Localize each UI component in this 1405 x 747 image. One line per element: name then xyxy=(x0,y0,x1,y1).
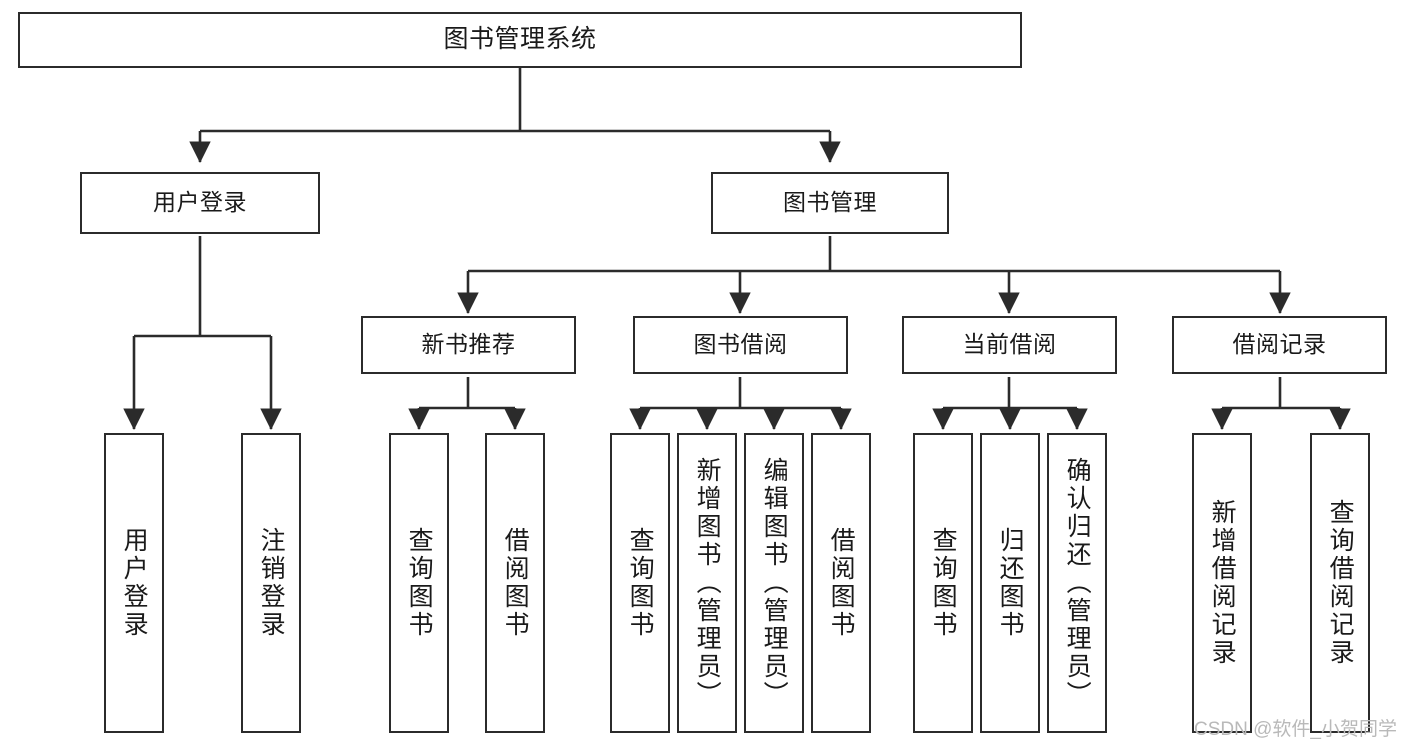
leaf-book-borrow-add-book-admin[interactable]: 新增图书（管理员） xyxy=(677,433,737,733)
node-label: 编辑图书（管理员） xyxy=(760,457,789,709)
leaf-current-borrow-confirm-return-admin[interactable]: 确认归还（管理员） xyxy=(1047,433,1107,733)
node-user-login[interactable]: 用户登录 xyxy=(80,172,320,234)
node-label: 借阅记录 xyxy=(1232,331,1327,358)
node-label: 图书借阅 xyxy=(693,331,788,358)
leaf-new-book-borrow-book[interactable]: 借阅图书 xyxy=(485,433,545,733)
leaf-book-borrow-edit-book-admin[interactable]: 编辑图书（管理员） xyxy=(744,433,804,733)
node-label: 新增借阅记录 xyxy=(1208,499,1237,667)
node-label: 查询图书 xyxy=(626,527,655,639)
node-current-borrow[interactable]: 当前借阅 xyxy=(902,316,1117,374)
node-label: 归还图书 xyxy=(996,527,1025,639)
leaf-borrow-record-add-record[interactable]: 新增借阅记录 xyxy=(1192,433,1252,733)
node-label: 用户登录 xyxy=(120,527,149,639)
node-label: 查询图书 xyxy=(929,527,958,639)
node-label: 新书推荐 xyxy=(421,331,516,358)
node-label: 新增图书（管理员） xyxy=(693,457,722,709)
node-label: 注销登录 xyxy=(257,527,286,639)
leaf-current-borrow-return-book[interactable]: 归还图书 xyxy=(980,433,1040,733)
leaf-borrow-record-query-record[interactable]: 查询借阅记录 xyxy=(1310,433,1370,733)
node-label: 借阅图书 xyxy=(827,527,856,639)
node-label: 确认归还（管理员） xyxy=(1063,457,1092,709)
node-label: 用户登录 xyxy=(153,189,247,216)
node-label: 查询图书 xyxy=(405,527,434,639)
leaf-book-borrow-borrow-book[interactable]: 借阅图书 xyxy=(811,433,871,733)
leaf-book-borrow-query-book[interactable]: 查询图书 xyxy=(610,433,670,733)
leaf-current-borrow-query-book[interactable]: 查询图书 xyxy=(913,433,973,733)
node-borrow-record[interactable]: 借阅记录 xyxy=(1172,316,1387,374)
node-label: 当前借阅 xyxy=(962,331,1057,358)
leaf-user-login-login[interactable]: 用户登录 xyxy=(104,433,164,733)
node-new-book-recommend[interactable]: 新书推荐 xyxy=(361,316,576,374)
node-label: 查询借阅记录 xyxy=(1326,499,1355,667)
node-label: 图书管理系统 xyxy=(443,25,597,54)
node-book-management[interactable]: 图书管理 xyxy=(711,172,949,234)
node-label: 图书管理 xyxy=(783,189,877,216)
node-book-borrow[interactable]: 图书借阅 xyxy=(633,316,848,374)
leaf-user-login-logout[interactable]: 注销登录 xyxy=(241,433,301,733)
csdn-watermark: CSDN @软件_小贺同学 xyxy=(1194,719,1397,740)
node-root-book-management-system[interactable]: 图书管理系统 xyxy=(18,12,1022,68)
leaf-new-book-query-book[interactable]: 查询图书 xyxy=(389,433,449,733)
node-label: 借阅图书 xyxy=(501,527,530,639)
